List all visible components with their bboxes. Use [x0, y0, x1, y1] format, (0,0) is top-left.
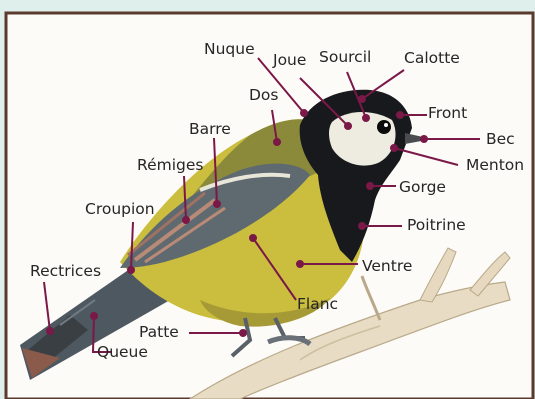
label-bec: Bec — [486, 130, 515, 148]
dot-bec — [421, 136, 427, 142]
dot-nuque — [301, 110, 307, 116]
label-ventre: Ventre — [362, 257, 412, 275]
label-sourcil: Sourcil — [319, 48, 371, 66]
dot-queue — [91, 313, 97, 319]
dot-remiges — [183, 217, 189, 223]
label-queue: Queue — [97, 343, 148, 361]
label-gorge: Gorge — [399, 178, 446, 196]
label-poitrine: Poitrine — [407, 216, 466, 234]
dot-flanc — [250, 235, 256, 241]
label-patte: Patte — [139, 323, 179, 341]
dot-menton — [391, 145, 397, 151]
dot-front — [397, 112, 403, 118]
dot-barre — [214, 201, 220, 207]
dot-dos — [274, 139, 280, 145]
dot-poitrine — [359, 223, 365, 229]
dot-joue — [345, 123, 351, 129]
label-calotte: Calotte — [404, 49, 460, 67]
label-menton: Menton — [466, 156, 524, 174]
dot-ventre — [297, 261, 303, 267]
dot-sourcil — [363, 115, 369, 121]
label-barre: Barre — [189, 120, 231, 138]
dot-rectrices — [47, 328, 53, 334]
dot-gorge — [367, 183, 373, 189]
label-rectrices: Rectrices — [30, 262, 101, 280]
label-croupion: Croupion — [85, 200, 155, 218]
label-front: Front — [428, 104, 467, 122]
dot-croupion — [128, 267, 134, 273]
label-dos: Dos — [249, 86, 279, 104]
dot-calotte — [359, 96, 365, 102]
label-remiges: Rémiges — [137, 156, 203, 174]
label-nuque: Nuque — [204, 40, 255, 58]
dot-patte — [240, 330, 246, 336]
label-flanc: Flanc — [297, 295, 338, 313]
label-joue: Joue — [273, 51, 306, 69]
